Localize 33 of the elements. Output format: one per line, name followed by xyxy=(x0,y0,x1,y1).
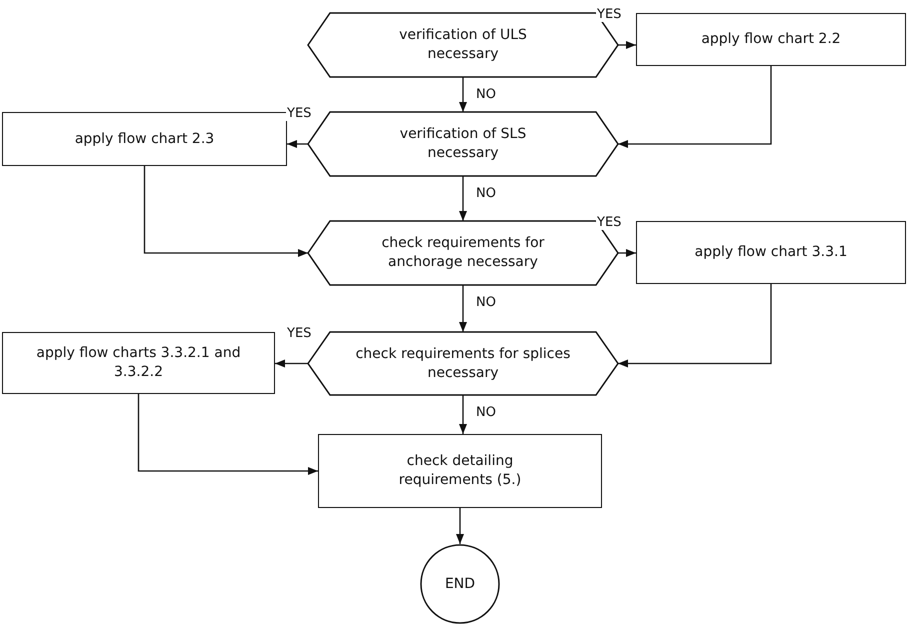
node-text: check requirements for splices necessary xyxy=(354,344,572,382)
terminal-circle xyxy=(420,544,500,624)
node-text: verification of SLS necessary xyxy=(398,125,528,163)
edge-label: YES xyxy=(596,7,622,22)
arrow xyxy=(618,41,636,49)
node-text: apply flow chart 2.3 xyxy=(74,130,214,148)
arrow xyxy=(144,166,308,257)
node-text: END xyxy=(444,574,476,594)
edge-label: YES xyxy=(596,215,622,230)
process-box xyxy=(2,112,287,166)
arrow xyxy=(138,394,318,475)
arrow xyxy=(459,77,467,112)
arrow xyxy=(456,508,464,544)
node-text: check requirements for anchorage necessary xyxy=(380,234,546,272)
node-text: check detailing requirements (5.) xyxy=(398,452,522,490)
process-box xyxy=(318,434,602,508)
arrow xyxy=(459,395,467,434)
process-box xyxy=(2,332,275,394)
arrow xyxy=(618,66,772,148)
node-text: verification of ULS necessary xyxy=(398,26,528,64)
edge-label: YES xyxy=(286,326,312,340)
arrow xyxy=(618,284,772,368)
arrow xyxy=(275,360,308,368)
edge-label: YES xyxy=(286,106,312,121)
arrow xyxy=(459,176,467,221)
process-box xyxy=(636,13,906,66)
arrow xyxy=(287,140,308,148)
process-box xyxy=(636,221,906,284)
node-text: apply flow charts 3.3.2.1 and 3.3.2.2 xyxy=(35,344,242,382)
arrow xyxy=(459,285,467,332)
node-text: apply flow chart 2.2 xyxy=(701,30,841,49)
arrow xyxy=(618,249,636,257)
node-text: apply flow chart 3.3.1 xyxy=(694,243,848,262)
